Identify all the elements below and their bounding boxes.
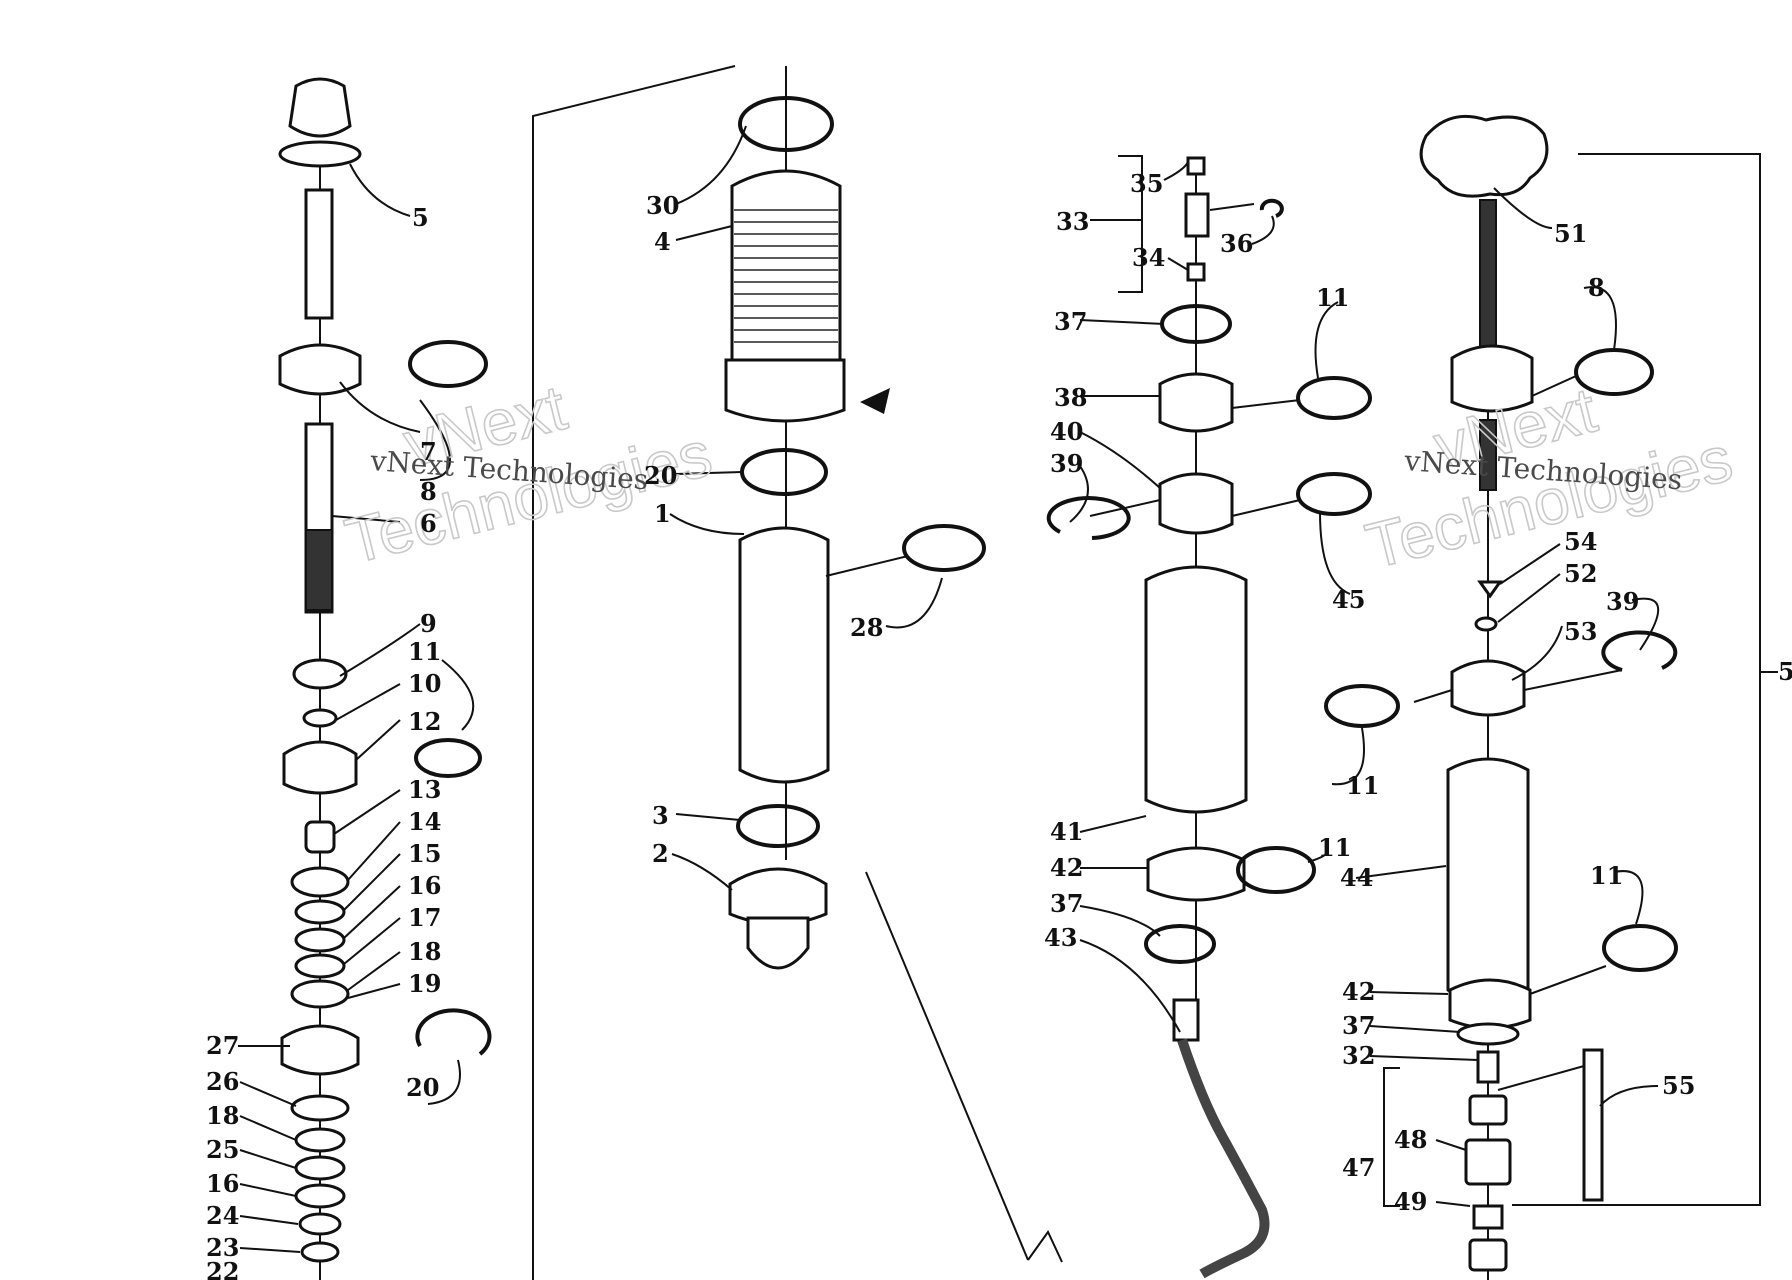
callout-8: 8	[420, 477, 437, 506]
callout-12: 12	[408, 707, 441, 736]
callout-1: 1	[654, 499, 671, 528]
callout-26: 26	[206, 1067, 239, 1096]
frame-lines	[532, 65, 1778, 1280]
callout-9: 9	[420, 609, 437, 638]
callout-6: 6	[420, 509, 437, 538]
callout-52: 52	[1564, 559, 1597, 588]
left-assembly	[278, 77, 492, 1280]
callout-2: 2	[652, 839, 669, 868]
callout-18: 18	[206, 1101, 239, 1130]
shock-assembly	[724, 66, 986, 970]
callout-27: 27	[206, 1031, 239, 1060]
callout-11: 11	[1346, 771, 1379, 800]
callout-49: 49	[1394, 1187, 1427, 1216]
callout-7: 7	[420, 437, 437, 466]
callout-23: 23	[206, 1233, 239, 1262]
callout-24: 24	[206, 1201, 239, 1230]
callout-48: 48	[1394, 1125, 1427, 1154]
callout-11: 11	[1316, 283, 1349, 312]
callout-17: 17	[408, 903, 441, 932]
callout-42: 42	[1050, 853, 1083, 882]
valve-assembly	[1046, 156, 1372, 1279]
callout-55: 55	[1662, 1071, 1695, 1100]
callout-33: 33	[1056, 207, 1089, 236]
callout-5: 5	[1778, 657, 1792, 686]
callout-15: 15	[408, 839, 441, 868]
callout-11: 11	[1318, 833, 1351, 862]
right-assembly	[1324, 114, 1678, 1280]
callout-4: 4	[654, 227, 671, 256]
callout-47: 47	[1342, 1153, 1375, 1182]
callout-37: 37	[1054, 307, 1087, 336]
callout-42: 42	[1342, 977, 1375, 1006]
callout-5: 5	[412, 203, 429, 232]
callout-37: 37	[1342, 1011, 1375, 1040]
callout-37: 37	[1050, 889, 1083, 918]
callout-43: 43	[1044, 923, 1077, 952]
callout-28: 28	[850, 613, 883, 642]
callout-20: 20	[644, 461, 677, 490]
callout-10: 10	[408, 669, 441, 698]
callout-54: 54	[1564, 527, 1597, 556]
callout-51: 51	[1554, 219, 1587, 248]
callout-34: 34	[1132, 243, 1165, 272]
callout-20: 20	[406, 1073, 439, 1102]
callout-11: 11	[1590, 861, 1623, 890]
callout-19: 19	[408, 969, 441, 998]
callout-30: 30	[646, 191, 679, 220]
callout-3: 3	[652, 801, 669, 830]
callout-32: 32	[1342, 1041, 1375, 1070]
callout-45: 45	[1332, 585, 1365, 614]
callout-35: 35	[1130, 169, 1163, 198]
callout-11: 11	[408, 637, 441, 666]
callout-labels: 5 7 8 6 9 11 10 12 13 14 15 16 17 18 19 …	[206, 169, 1792, 1280]
leader-lines	[238, 125, 1659, 1253]
callout-13: 13	[408, 775, 441, 804]
callout-39: 39	[1606, 587, 1639, 616]
callout-44: 44	[1340, 863, 1373, 892]
callout-53: 53	[1564, 617, 1597, 646]
callout-16: 16	[206, 1169, 239, 1198]
callout-41: 41	[1050, 817, 1083, 846]
callout-22: 22	[206, 1257, 239, 1280]
callout-25: 25	[206, 1135, 239, 1164]
callout-8: 8	[1588, 273, 1605, 302]
callout-38: 38	[1054, 383, 1087, 412]
callout-39: 39	[1050, 449, 1083, 478]
callout-36: 36	[1220, 229, 1253, 258]
callout-40: 40	[1050, 417, 1083, 446]
callout-14: 14	[408, 807, 441, 836]
callout-18: 18	[408, 937, 441, 966]
callout-16: 16	[408, 871, 441, 900]
